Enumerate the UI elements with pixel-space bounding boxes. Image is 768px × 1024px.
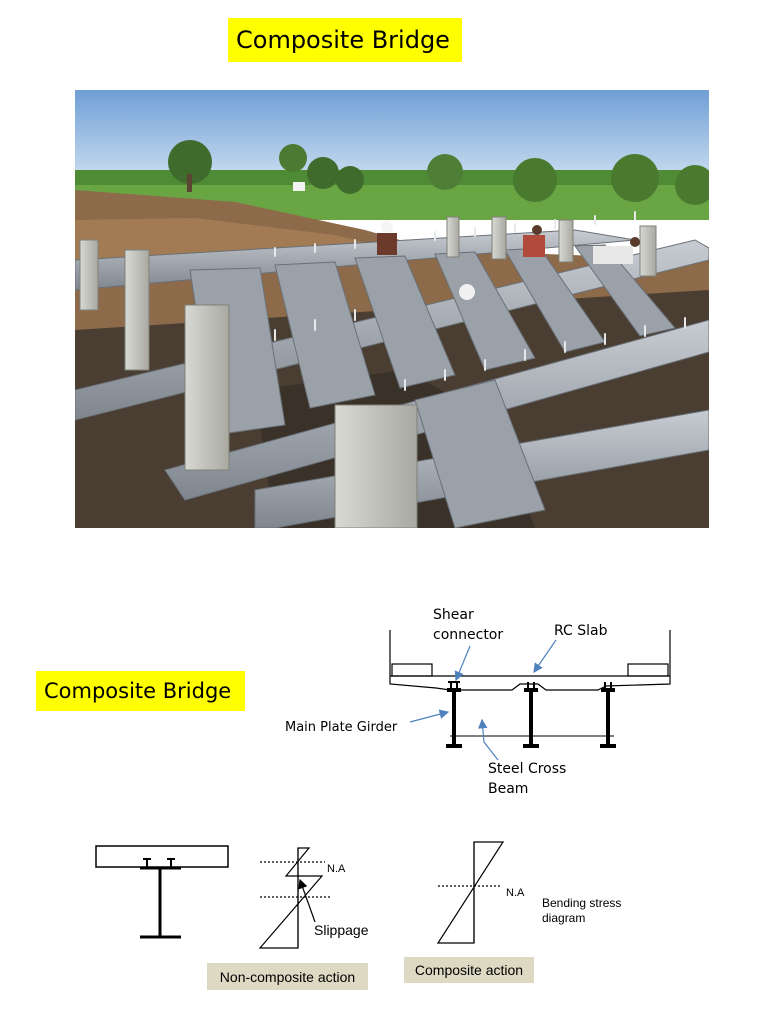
shear-connector-arrow xyxy=(454,645,471,682)
composite-beam-section xyxy=(95,845,229,939)
main-girder-arrow xyxy=(409,709,450,723)
label-rc-slab: RC Slab xyxy=(554,623,608,639)
shear-connector-studs xyxy=(448,681,612,690)
right-parapet xyxy=(627,663,669,677)
section-title: Composite Bridge xyxy=(36,671,245,711)
noncomposite-stress-diagram xyxy=(258,847,330,949)
bridge-construction-photo xyxy=(75,90,709,528)
rc-slab-arrow xyxy=(533,639,557,673)
slippage-label: Slippage xyxy=(314,922,369,938)
left-parapet xyxy=(391,663,433,677)
label-shear-connector-2: connector xyxy=(433,627,503,643)
main-plate-girders xyxy=(446,688,616,748)
label-steel-cross-1: Steel Cross xyxy=(488,761,566,777)
composite-stress-diagram xyxy=(436,841,505,944)
caption-noncomposite-action: Non-composite action xyxy=(207,963,368,990)
na-label-noncomposite: N.A xyxy=(327,863,346,875)
bending-stress-label-1: Bending stress xyxy=(542,896,621,910)
caption-composite-action: Composite action xyxy=(404,957,534,983)
slippage-arrow xyxy=(298,878,316,923)
na-label-composite: N.A xyxy=(506,887,525,899)
rc-slab-outline xyxy=(389,630,671,691)
label-steel-cross-2: Beam xyxy=(488,781,528,797)
label-main-plate-girder: Main Plate Girder xyxy=(285,720,398,735)
cross-beam-arrow xyxy=(477,718,499,761)
label-shear-connector-1: Shear xyxy=(433,607,474,623)
page-title: Composite Bridge xyxy=(228,18,462,62)
bending-stress-label-2: diagram xyxy=(542,911,585,925)
